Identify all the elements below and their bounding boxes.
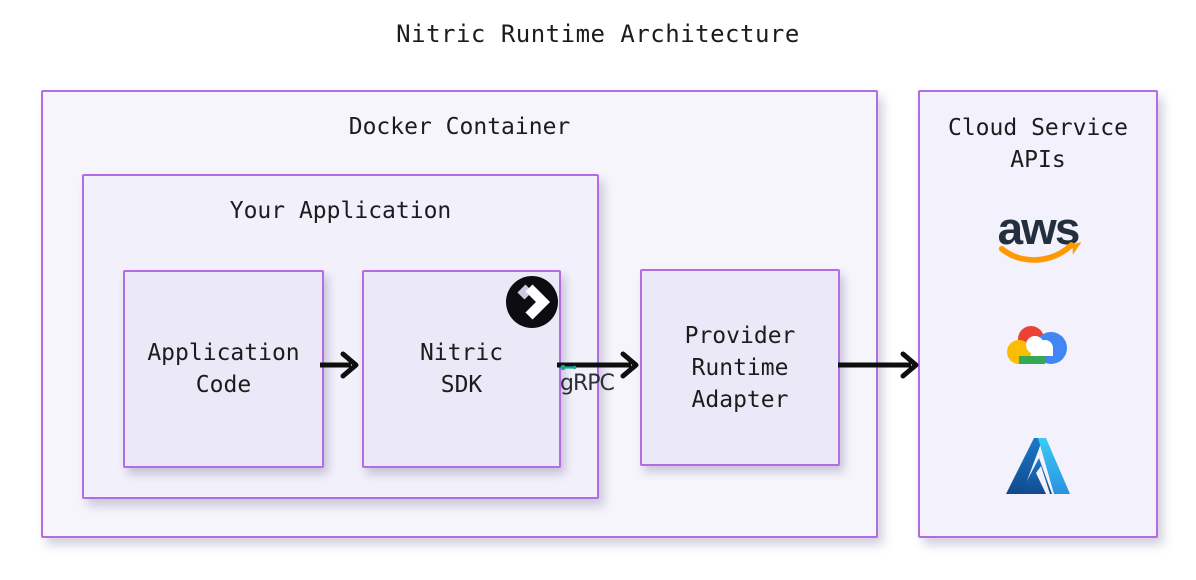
- grpc-label-group: gRPC: [560, 363, 615, 396]
- cloud-service-apis-label: Cloud Service APIs: [947, 115, 1128, 173]
- docker-container-box: Docker Container Your Application Applic…: [41, 90, 878, 538]
- your-application-label: Your Application: [229, 198, 452, 224]
- grpc-label: gRPC: [560, 371, 615, 396]
- nitric-sdk-label: Nitric SDK: [419, 340, 504, 398]
- application-code-box: Application Code: [123, 270, 324, 468]
- aws-logo-icon: aws: [998, 204, 1081, 263]
- diagram-title: Nitric Runtime Architecture: [396, 20, 800, 48]
- google-cloud-logo-icon: [1007, 326, 1067, 364]
- nitric-sdk-box: Nitric SDK: [362, 270, 561, 468]
- docker-container-label: Docker Container: [348, 114, 571, 140]
- application-code-label: Application Code: [147, 340, 300, 398]
- provider-runtime-adapter-box: Provider Runtime Adapter: [640, 269, 840, 466]
- your-application-box: Your Application Application Code Nitric…: [82, 174, 599, 499]
- azure-logo-icon: [1006, 438, 1070, 494]
- cloud-service-apis-box: Cloud Service APIs aws: [918, 90, 1158, 538]
- nitric-logo-icon: [506, 276, 558, 328]
- provider-runtime-adapter-label: Provider Runtime Adapter: [684, 322, 796, 413]
